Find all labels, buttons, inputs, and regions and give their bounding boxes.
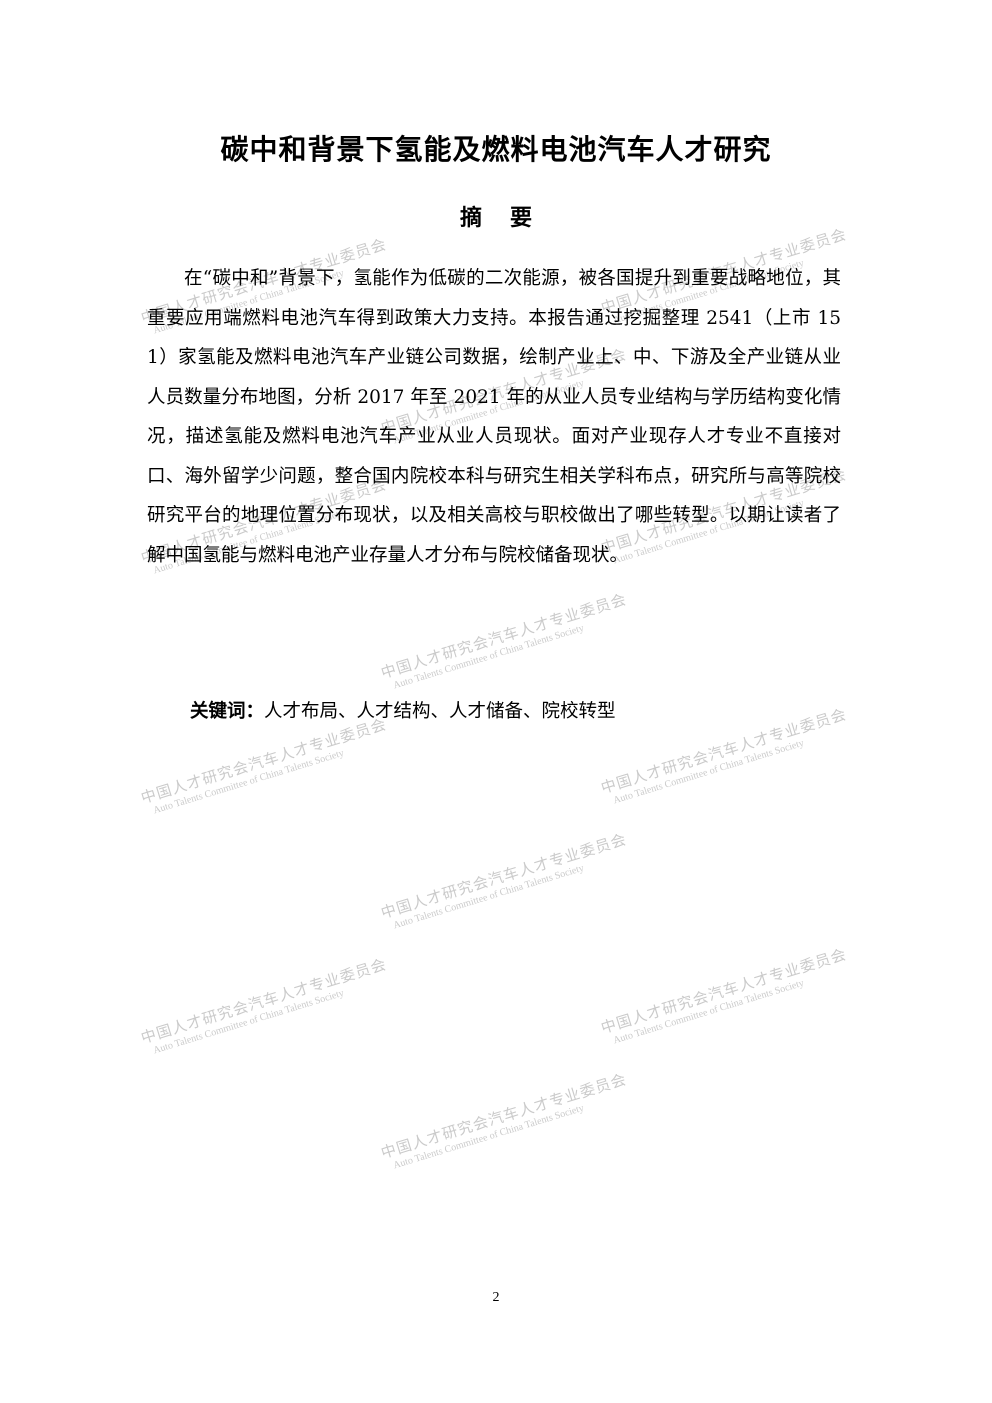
watermark-en: Auto Talents Committee of China Talents … [392, 862, 586, 932]
watermark: 中国人才研究会汽车人才专业委员会 Auto Talents Committee … [378, 1050, 702, 1201]
watermark-cn: 中国人才研究会汽车人才专业委员会 [378, 590, 629, 683]
watermark-en: Auto Talents Committee of China Talents … [152, 987, 346, 1057]
watermark: 中国人才研究会汽车人才专业委员会 Auto Talents Committee … [378, 810, 702, 961]
abstract-body: 在“碳中和”背景下，氢能作为低碳的二次能源，被各国提升到重要战略地位，其重要应用… [147, 268, 841, 566]
keywords-value: 人才布局、人才结构、人才储备、院校转型 [264, 701, 616, 722]
watermark-en: Auto Talents Committee of China Talents … [392, 622, 586, 692]
watermark-cn: 中国人才研究会汽车人才专业委员会 [378, 1070, 629, 1163]
page-number: 2 [492, 1290, 500, 1305]
watermark-cn: 中国人才研究会汽车人才专业委员会 [138, 955, 389, 1048]
watermark-en: Auto Talents Committee of China Talents … [392, 1102, 586, 1172]
watermark-cn: 中国人才研究会汽车人才专业委员会 [598, 945, 849, 1038]
watermark-en: Auto Talents Committee of China Talents … [152, 747, 346, 817]
keywords-line: 关键词：人才布局、人才结构、人才储备、院校转型 [190, 697, 840, 727]
watermark: 中国人才研究会汽车人才专业委员会 Auto Talents Committee … [598, 925, 922, 1076]
watermark-cn: 中国人才研究会汽车人才专业委员会 [378, 830, 629, 923]
watermark: 中国人才研究会汽车人才专业委员会 Auto Talents Committee … [138, 935, 462, 1086]
abstract-heading: 摘要 [459, 206, 560, 231]
keywords-label: 关键词： [190, 701, 265, 722]
watermark-en: Auto Talents Committee of China Talents … [612, 977, 806, 1047]
document-title: 碳中和背景下氢能及燃料电池汽车人才研究 [220, 133, 772, 166]
